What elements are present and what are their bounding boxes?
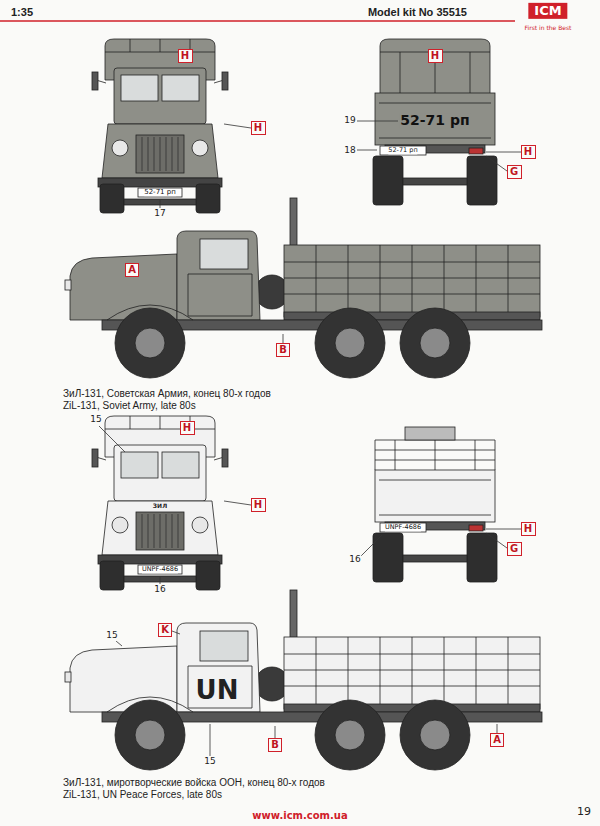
caption: ZiL-131, Soviet Army, late 80s [62,400,197,411]
website: www.icm.com.ua [251,810,348,821]
licence-plate: 52-71 рп [388,147,417,154]
door-marking: UN [194,676,241,705]
callout-letter: H [254,500,262,510]
caption: ЗиЛ-131, миротворческие войска ООН, коне… [62,777,326,788]
leader-lines [99,121,521,756]
callout-letter: H [254,123,262,133]
rear-tarp [380,39,490,94]
callout-letter-box: H [521,145,536,159]
header-rule [0,20,515,22]
scale-text: 1:35 [10,6,34,18]
licence-plate: UNPF-4686 [142,566,178,573]
callout-number: 15 [203,757,216,767]
callout-letter-box: H [180,421,195,435]
side-view [65,590,542,770]
callout-letter-box: H [251,498,266,512]
licence-plate: UNPF-4686 [385,524,421,531]
callout-letter: H [524,147,532,157]
rear-view [373,470,497,582]
callout-letter-box: H [251,121,266,135]
callout-letter-box: A [490,733,504,747]
callout-letter: A [493,735,501,745]
callout-letter-box: K [158,623,172,637]
kit-number: Model kit No 35515 [367,6,468,18]
rear-rails [375,427,495,470]
callout-number: 15 [89,415,102,425]
callout-number: 18 [343,146,356,156]
callout-number: 19 [343,116,356,126]
callout-letter-box: G [507,542,522,556]
callout-letter: A [128,265,136,275]
callout-number: 15 [105,631,118,641]
callout-letter: H [183,423,191,433]
callout-letter-box: B [276,343,290,357]
page-number: 19 [576,806,592,818]
caption: ЗиЛ-131, Советская Армия, конец 80-х год… [62,388,272,399]
callout-letter: G [510,544,518,554]
callout-letter: K [161,625,169,635]
callout-letter: H [431,51,439,61]
caption: ZiL-131, UN Peace Forces, late 80s [62,789,223,800]
front-view [92,416,228,590]
callout-letter: B [279,345,287,355]
callout-letter-box: H [521,522,536,536]
front-view [92,39,228,213]
brand-tagline: First in the Best [524,25,573,32]
rear-view [373,93,497,205]
callout-number: 17 [153,209,166,219]
callout-letter-box: B [268,738,282,752]
callout-number: 16 [348,555,361,565]
callout-letter: B [271,740,279,750]
callout-number: 16 [153,585,166,595]
callout-letter: H [181,51,189,61]
callout-letter-box: G [507,165,522,179]
callout-letter: H [524,524,532,534]
callout-letter-box: A [125,263,139,277]
grille-badge: ЗИЛ [152,503,168,510]
tactical-number: 52-71 рп [399,113,470,128]
callout-letter-box: H [178,49,193,63]
brand-logo: ICM [528,3,567,19]
side-view [65,198,542,378]
licence-plate: 52-71 рп [144,189,176,197]
callout-letter: G [510,167,518,177]
callout-letter-box: H [428,49,443,63]
